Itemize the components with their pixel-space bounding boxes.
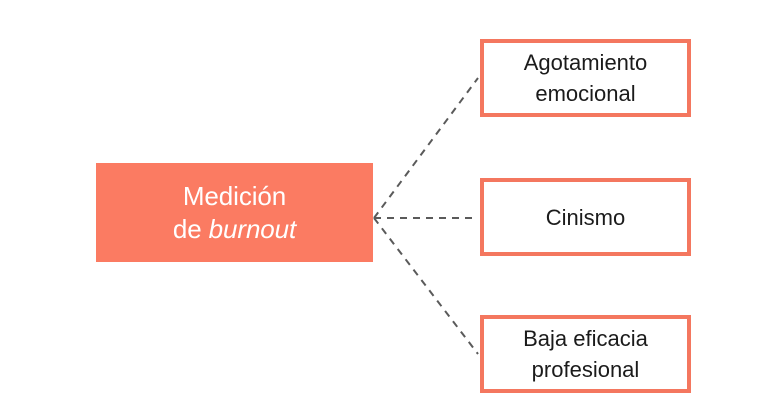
root-node-label-line2-prefix: de [172,213,209,244]
branch-node-label-line1: Baja eficacia [523,326,648,351]
connector-root-to-baja-eficacia [373,217,479,355]
root-node-label-line2: de burnout [173,213,296,246]
branch-node-cinismo: Cinismo [480,178,691,256]
root-node-label-line1: Medición [182,180,287,211]
branch-node-label-line1: Agotamiento [523,50,648,75]
root-node-label-line2-emphasis: burnout [208,213,297,244]
branch-node-label-line1: Cinismo [545,204,626,230]
connector-root-to-agotamiento [373,77,479,219]
branch-node-agotamiento-emocional: Agotamiento emocional [480,39,691,117]
branch-node-baja-eficacia-profesional: Baja eficacia profesional [480,315,691,393]
root-node-medicion-de-burnout: Medición de burnout [96,163,373,262]
branch-node-label-line2: emocional [535,81,636,106]
branch-node-label-line2: profesional [531,357,640,382]
